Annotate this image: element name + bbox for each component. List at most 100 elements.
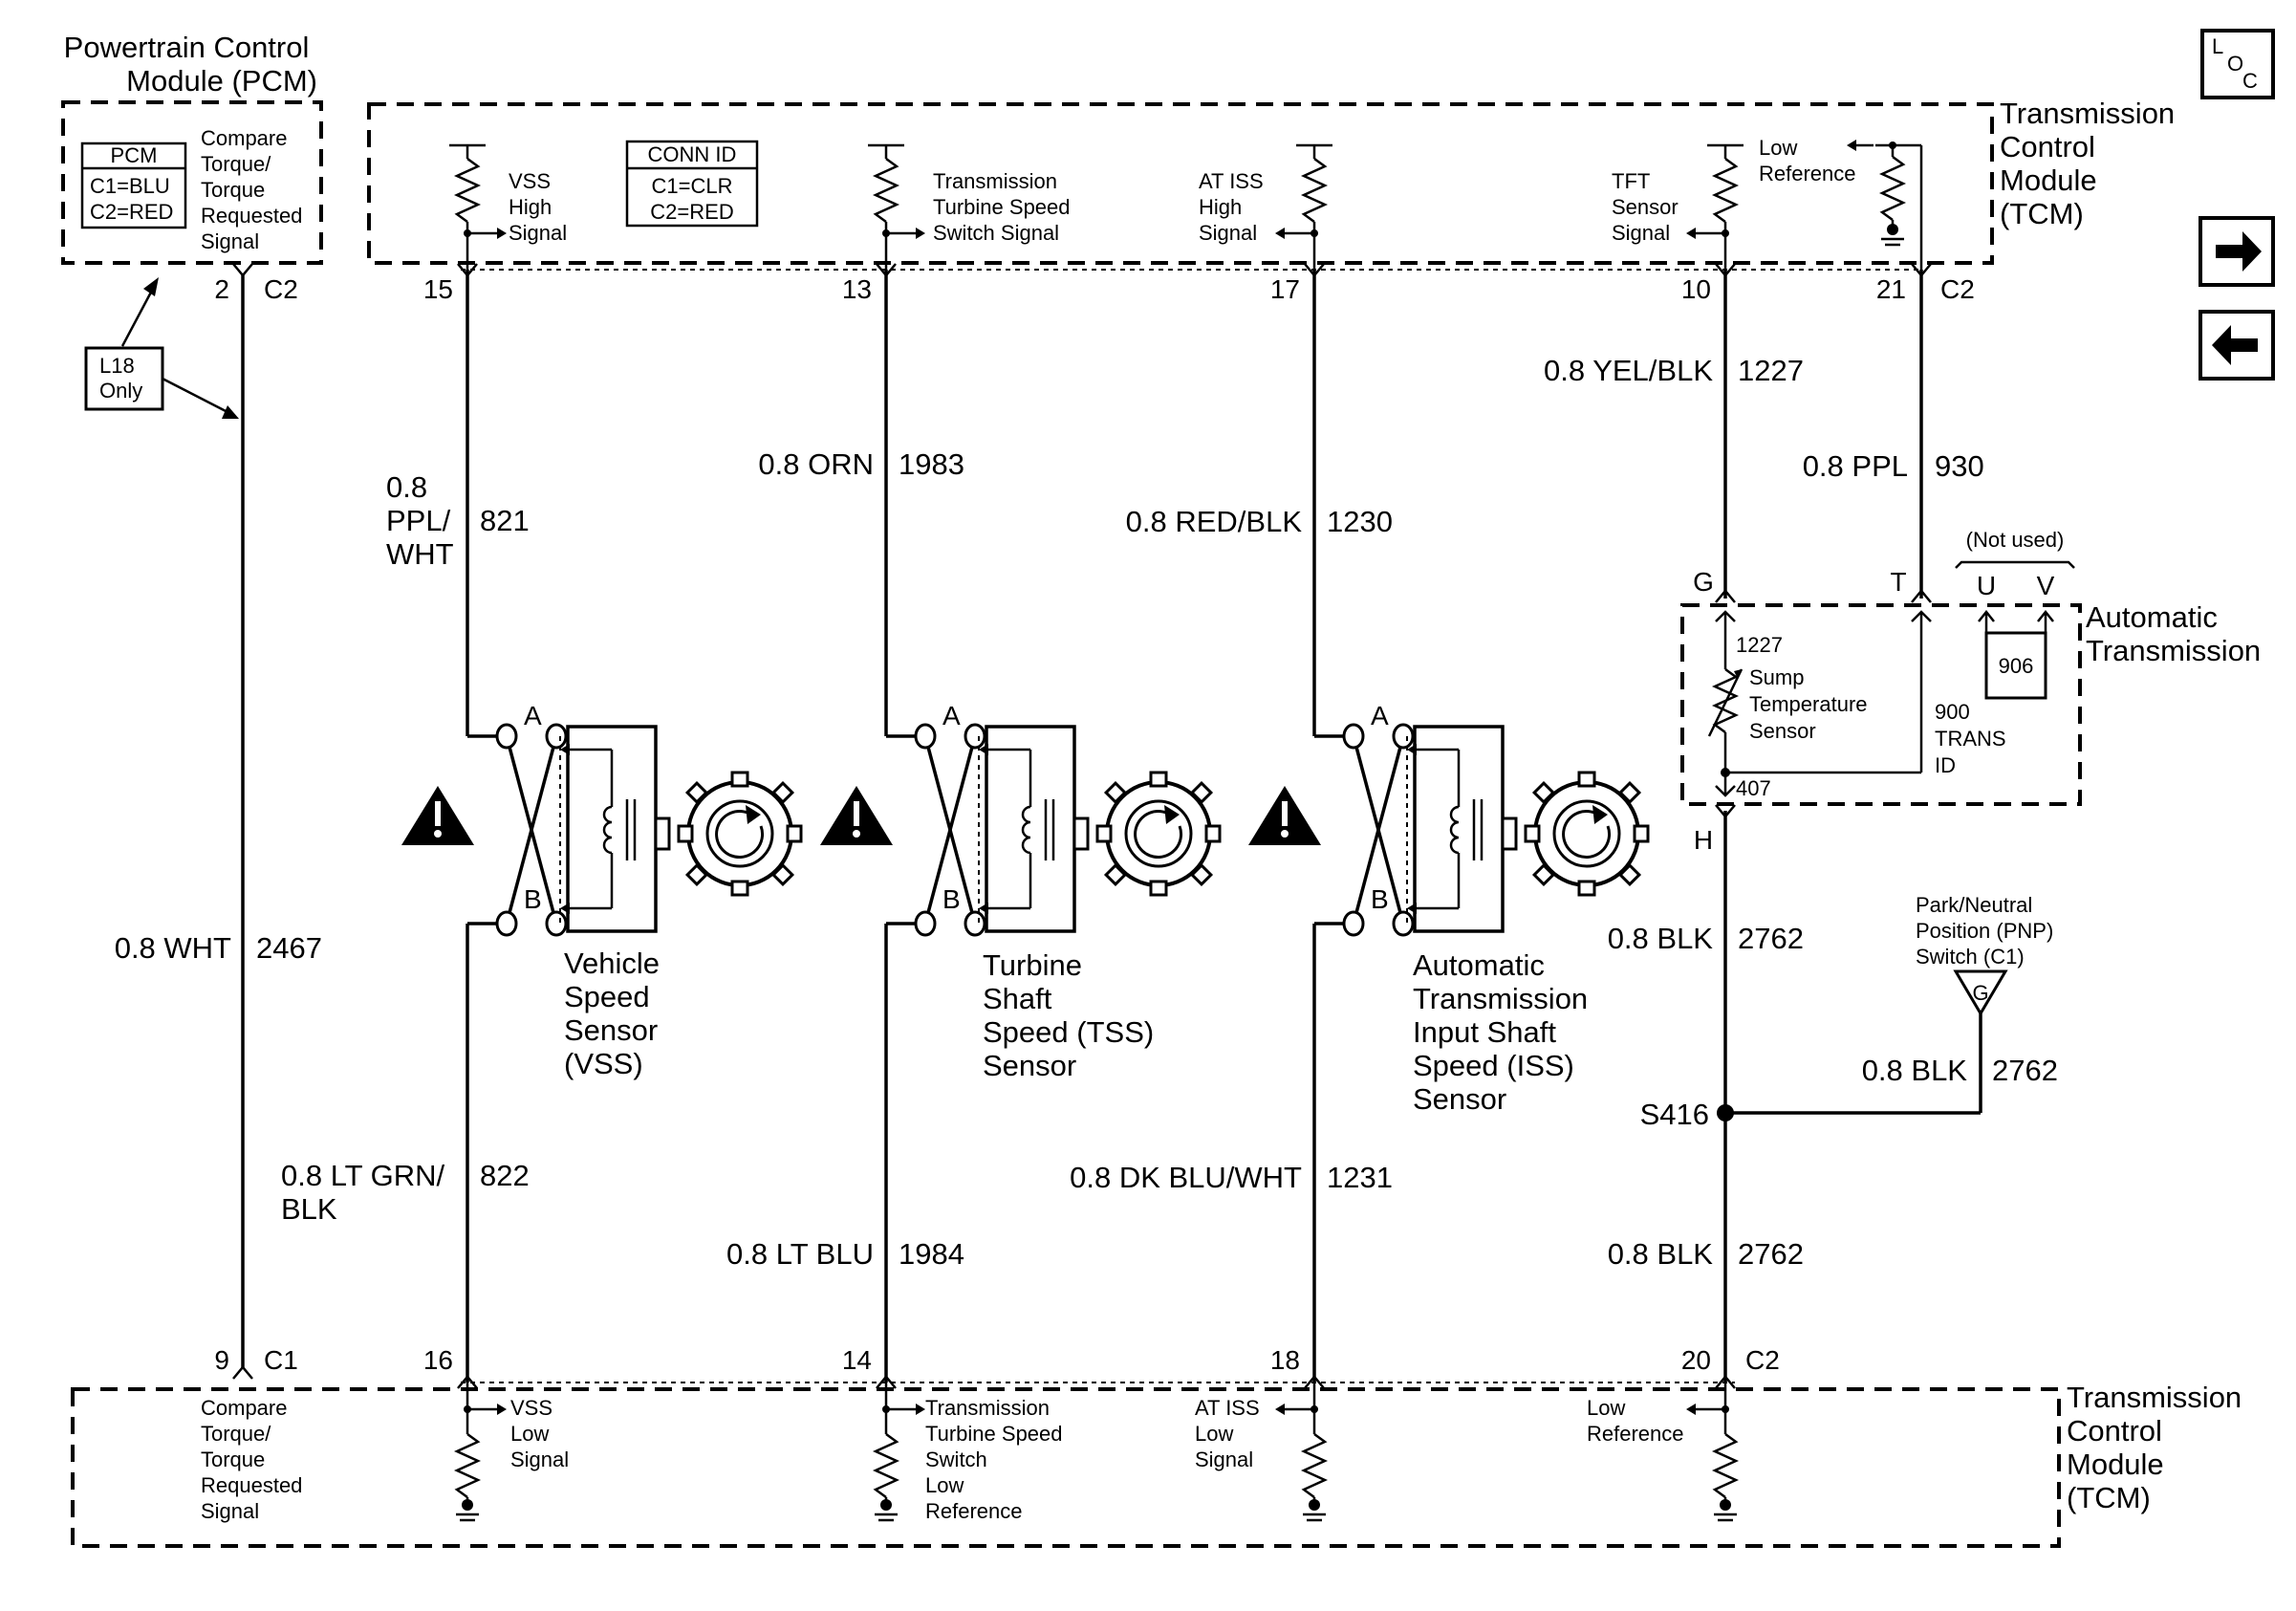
- svg-text:17: 17: [1270, 274, 1300, 304]
- vss-high-circuit: 821: [480, 504, 530, 537]
- circuit-1227-label: 1227: [1736, 633, 1783, 657]
- svg-text:9: 9: [214, 1345, 229, 1375]
- tss-high-circuit: 1983: [899, 447, 964, 481]
- tcm-top-title: Transmission Control Module (TCM): [2000, 97, 2183, 230]
- vss-low-circuit: 822: [480, 1159, 530, 1192]
- iss-wires: [1304, 263, 1354, 1389]
- svg-text:C2: C2: [264, 274, 298, 304]
- vss-pin-a: A: [524, 701, 542, 730]
- svg-text:O: O: [2227, 52, 2243, 76]
- tss-high-pullup: [868, 143, 925, 270]
- svg-text:CONN ID: CONN ID: [648, 142, 737, 166]
- bottom-low-reference-label: Low Reference: [1587, 1396, 1684, 1446]
- tss-signal-label: Transmission Turbine Speed Switch Signal: [933, 169, 1076, 245]
- svg-text:14: 14: [842, 1345, 872, 1375]
- vss-low-pulldown: [453, 1382, 507, 1522]
- tft-circuit: 1227: [1738, 354, 1804, 387]
- svg-text:V: V: [2037, 571, 2055, 600]
- svg-text:L18: L18: [99, 354, 135, 378]
- vss-wires: [457, 263, 507, 1389]
- svg-text:20: 20: [1681, 1345, 1711, 1375]
- trans-id-wire: [1911, 263, 1932, 603]
- svg-text:PCM: PCM: [111, 143, 158, 167]
- pcm-signal-label: Compare Torque/ Torque Requested Signal: [201, 126, 309, 253]
- pcm-wire-circuit: 2467: [256, 931, 322, 965]
- tcm-bottom-title: Transmission Control Module (TCM): [2067, 1381, 2250, 1514]
- tss-pin-b: B: [942, 884, 961, 914]
- l18-note: L18 Only: [84, 277, 239, 419]
- blk-h-circuit: 2762: [1738, 922, 1804, 955]
- vss-sensor-label: Vehicle Speed Sensor (VSS): [564, 947, 668, 1080]
- pcm-wire-2467: [232, 263, 253, 1380]
- tft-pullup: [1686, 143, 1744, 270]
- arrow-left-icon: [2212, 325, 2258, 365]
- tft-blk-wire: [1715, 263, 1982, 1389]
- splice-s416-label: S416: [1640, 1098, 1709, 1131]
- auto-trans-box: [1680, 603, 2082, 806]
- prev-arrow-button[interactable]: [2199, 310, 2275, 381]
- iss-high-pullup: [1275, 143, 1332, 270]
- tss-wires: [876, 263, 925, 1389]
- trans-id-gauge: 0.8 PPL: [1803, 449, 1908, 483]
- tcm-top-box: [367, 102, 1994, 265]
- svg-text:16: 16: [423, 1345, 453, 1375]
- auto-trans-pins: G T U V H: [1693, 567, 2055, 855]
- iss-low-pulldown: [1275, 1382, 1329, 1522]
- svg-text:906: 906: [1999, 654, 2034, 678]
- circuit-407-label: 407: [1736, 776, 1771, 800]
- tcm-conn-table: CONN ID C1=CLR C2=RED: [625, 140, 759, 228]
- svg-text:H: H: [1694, 825, 1713, 855]
- loc-icon[interactable]: L O C: [2200, 29, 2275, 99]
- iss-pin-b: B: [1371, 884, 1389, 914]
- tss-low-pulldown: [872, 1382, 925, 1522]
- svg-text:C2=RED: C2=RED: [90, 200, 173, 224]
- vss-high-gauge: 0.8 PPL/ WHT: [386, 470, 459, 571]
- jumper-906: 906: [1978, 609, 2054, 700]
- blk-h-gauge: 0.8 BLK: [1608, 922, 1714, 955]
- blk-s416-gauge: 0.8 BLK: [1608, 1237, 1714, 1271]
- svg-text:C1: C1: [264, 1345, 298, 1375]
- tss-sensor: [820, 723, 1222, 937]
- iss-high-gauge: 0.8 RED/BLK: [1126, 505, 1303, 538]
- svg-text:C2=RED: C2=RED: [650, 200, 733, 224]
- not-used-bracket: [1955, 560, 2075, 569]
- svg-text:C2: C2: [1940, 274, 1975, 304]
- vss-low-gauge: 0.8 LT GRN/ BLK: [281, 1159, 453, 1226]
- svg-text:T: T: [1890, 567, 1906, 597]
- next-arrow-button[interactable]: [2199, 216, 2275, 287]
- pcm-title: Powertrain Control Module (PCM): [64, 31, 317, 98]
- svg-text:18: 18: [1270, 1345, 1300, 1375]
- svg-text:L: L: [2212, 34, 2223, 58]
- tss-low-circuit: 1984: [899, 1237, 964, 1271]
- svg-text:15: 15: [423, 274, 453, 304]
- pnp-switch-ground: G: [1953, 969, 2008, 1016]
- iss-low-gauge: 0.8 DK BLU/WHT: [1070, 1161, 1302, 1194]
- blk-pnp-gauge: 0.8 BLK: [1862, 1054, 1968, 1087]
- pin-labels: 2 C2 9 C1 15 13 17 10 21 C2 16 14 18 20 …: [214, 274, 1974, 1375]
- svg-text:U: U: [1977, 571, 1996, 600]
- pcm-box: [61, 100, 323, 265]
- low-reference-ground: [1847, 140, 1923, 270]
- blk-s416-circuit: 2762: [1738, 1237, 1804, 1271]
- vss-high-pullup: [449, 143, 507, 270]
- iss-low-signal-label: AT ISS Low Signal: [1195, 1396, 1266, 1471]
- pcm-wire-gauge: 0.8 WHT: [115, 931, 231, 965]
- tcm-bottom-box: [71, 1387, 2061, 1548]
- tss-sensor-label: Turbine Shaft Speed (TSS) Sensor: [983, 948, 1162, 1082]
- iss-high-circuit: 1230: [1327, 505, 1393, 538]
- svg-text:C1=CLR: C1=CLR: [652, 174, 733, 198]
- iss-low-circuit: 1231: [1327, 1161, 1393, 1194]
- tss-low-reference-label: Transmission Turbine Speed Switch Low Re…: [925, 1396, 1069, 1523]
- tcm-compare-signal-label: Compare Torque/ Torque Requested Signal: [201, 1396, 309, 1523]
- svg-text:Only: Only: [99, 379, 142, 403]
- sump-temp-label: Sump Temperature Sensor: [1749, 665, 1874, 743]
- sump-temp-sensor: [1707, 610, 1932, 797]
- not-used-label: (Not used): [1966, 528, 2065, 552]
- iss-sensor: [1248, 723, 1650, 937]
- vss-sensor: [401, 723, 803, 937]
- svg-text:13: 13: [842, 274, 872, 304]
- iss-signal-label: AT ISS High Signal: [1199, 169, 1269, 245]
- tft-gauge: 0.8 YEL/BLK: [1544, 354, 1713, 387]
- tss-low-gauge: 0.8 LT BLU: [726, 1237, 874, 1271]
